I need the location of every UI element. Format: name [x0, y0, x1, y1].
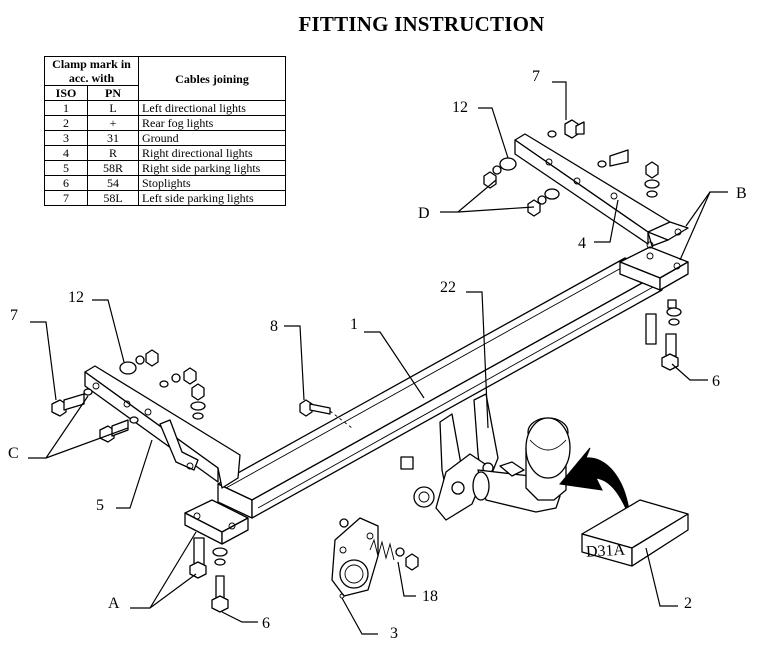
callout-6-right: 6: [712, 373, 720, 390]
page-title: FITTING INSTRUCTION: [298, 12, 545, 36]
legend-desc: Right directional lights: [138, 145, 286, 161]
legend-desc: Left side parking lights: [138, 190, 286, 206]
legend-pn: 54: [87, 175, 139, 191]
callout-A: A: [108, 595, 120, 612]
callout-labels: 7 12 B D 4 22 1 8 12 7 C 5 6 A 6 3 18 2: [8, 68, 747, 642]
fasteners-left-bracket: [51, 349, 229, 613]
legend-pn: 58L: [87, 190, 139, 206]
callout-7-top: 7: [532, 68, 540, 85]
callout-2: 2: [684, 595, 692, 612]
callout-D: D: [418, 205, 430, 222]
callout-leader-lines: [28, 81, 728, 635]
spring-bolt-part-18: [339, 518, 419, 571]
callout-6-bottom: 6: [262, 615, 270, 632]
right-bracket-part-4: [514, 133, 689, 249]
legend-desc: Right side parking lights: [138, 160, 286, 176]
legend-row: 3 31 Ground: [44, 130, 286, 146]
module-box-part-2: D31A: [581, 499, 689, 567]
beam-left-end-plate: [184, 499, 249, 545]
legend-row: 4 R Right directional lights: [44, 145, 286, 161]
callout-12-top: 12: [452, 99, 468, 116]
legend-desc: Stoplights: [138, 175, 286, 191]
legend-row: 7 58L Left side parking lights: [44, 190, 286, 206]
callout-8: 8: [270, 318, 278, 335]
callout-B: B: [736, 185, 747, 202]
install-direction-arrow: [559, 447, 631, 519]
callout-12-left: 12: [68, 289, 84, 306]
socket-plate-part-3: [331, 517, 379, 599]
callout-22: 22: [440, 279, 456, 296]
callout-18: 18: [422, 588, 438, 605]
beam-right-end-plate: [619, 246, 689, 291]
legend-row: 6 54 Stoplights: [44, 175, 286, 191]
callout-5: 5: [96, 497, 104, 514]
callout-7-left: 7: [10, 307, 18, 324]
bolt-part-8: [299, 399, 353, 429]
callout-3: 3: [390, 625, 398, 642]
callout-C: C: [8, 445, 19, 462]
module-box-label: D31A: [586, 542, 626, 561]
left-bracket-part-5: [84, 365, 241, 489]
legend-header-pn: PN: [87, 85, 139, 101]
legend-header-clamp-mark: Clamp mark in acc. with: [44, 56, 139, 86]
legend-pn: 31: [87, 130, 139, 146]
tow-ball: [472, 417, 571, 513]
callout-4: 4: [578, 235, 586, 252]
callout-1: 1: [350, 316, 358, 333]
legend-header-cables: Cables joining: [138, 56, 286, 101]
fasteners-right-bracket: [483, 119, 682, 371]
legend-desc: Ground: [138, 130, 286, 146]
legend-iso: 7: [44, 190, 88, 206]
cable-legend-table: Clamp mark in acc. with Cables joining I…: [44, 56, 286, 206]
